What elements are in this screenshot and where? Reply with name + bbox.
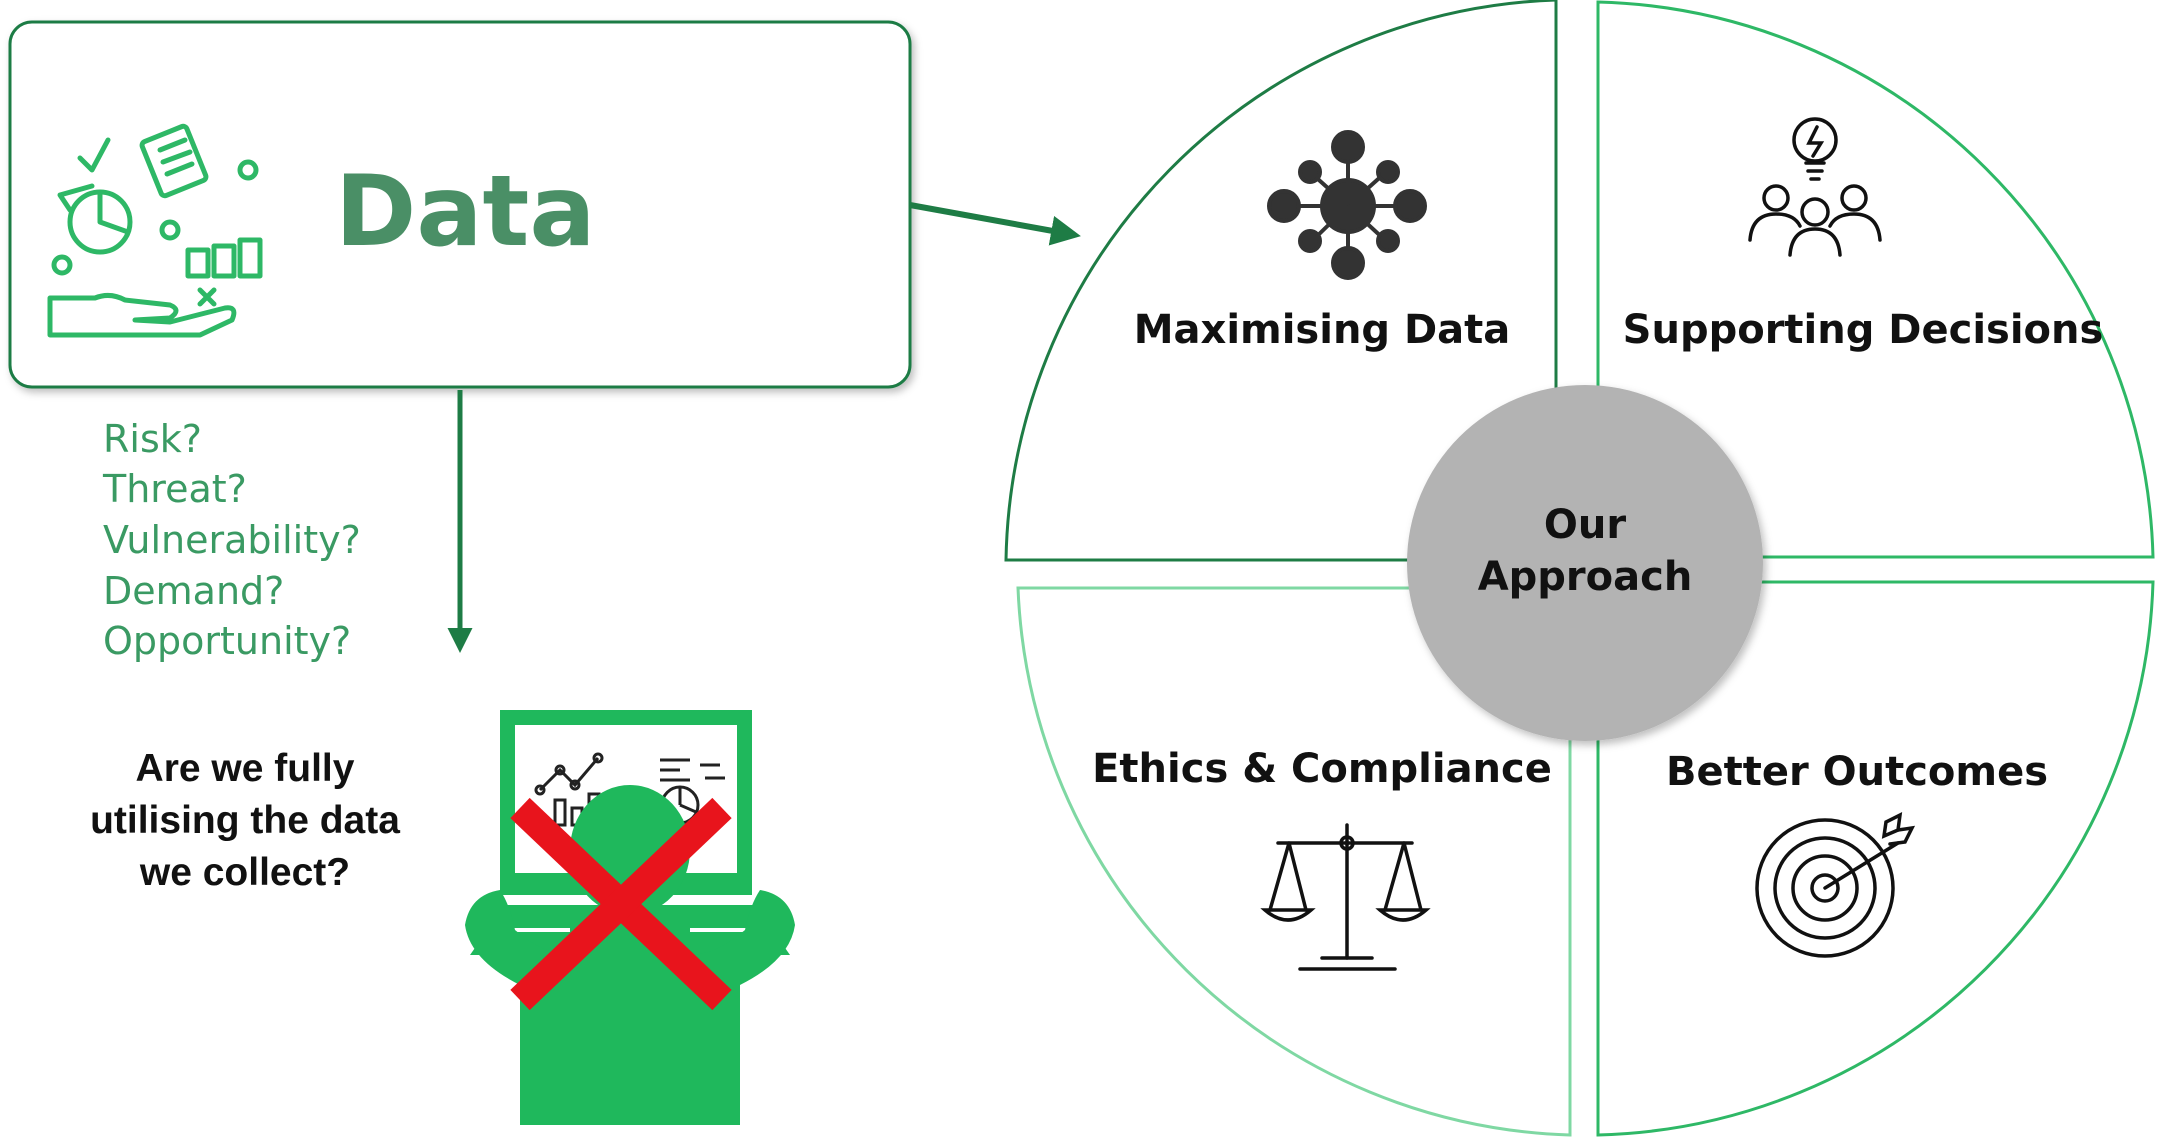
centre-label-line-2: Approach bbox=[1478, 554, 1693, 600]
question-risk: Risk? bbox=[103, 417, 202, 461]
confused-person-at-screen-icon bbox=[465, 710, 795, 1125]
data-box: Data bbox=[8, 20, 912, 389]
question-threat: Threat? bbox=[102, 467, 247, 511]
quadrant-supporting-decisions bbox=[1596, 0, 2155, 559]
label-supporting-decisions: Supporting Decisions bbox=[1623, 307, 2104, 353]
red-cross-icon bbox=[510, 797, 732, 1011]
centre-label-line-1: Our bbox=[1544, 502, 1626, 548]
team-idea-lightbulb-icon bbox=[1748, 117, 1882, 257]
utilisation-line-2: utilising the data bbox=[90, 799, 400, 842]
question-vulnerability: Vulnerability? bbox=[103, 518, 361, 562]
label-maximising-data: Maximising Data bbox=[1134, 307, 1511, 353]
network-nodes-icon bbox=[1267, 130, 1427, 280]
question-list: Risk? Threat? Vulnerability? Demand? Opp… bbox=[102, 417, 361, 663]
label-ethics-compliance: Ethics & Compliance bbox=[1092, 746, 1552, 792]
quadrant-maximising-data bbox=[1004, 0, 1558, 562]
approach-wheel: Our Approach Maximising Data S bbox=[1004, 0, 2155, 1137]
question-demand: Demand? bbox=[103, 569, 284, 613]
utilisation-question: Are we fully utilising the data we colle… bbox=[90, 747, 400, 894]
target-arrow-icon bbox=[1755, 811, 1916, 958]
data-in-hand-icon bbox=[47, 123, 263, 338]
label-better-outcomes: Better Outcomes bbox=[1666, 749, 2048, 795]
balance-scale-icon bbox=[1260, 823, 1431, 971]
question-opportunity: Opportunity? bbox=[103, 619, 351, 663]
arrow-to-approach bbox=[909, 202, 1081, 246]
centre-circle bbox=[1407, 385, 1763, 741]
utilisation-line-1: Are we fully bbox=[136, 747, 355, 790]
data-title: Data bbox=[335, 155, 595, 269]
utilisation-line-3: we collect? bbox=[139, 851, 350, 894]
